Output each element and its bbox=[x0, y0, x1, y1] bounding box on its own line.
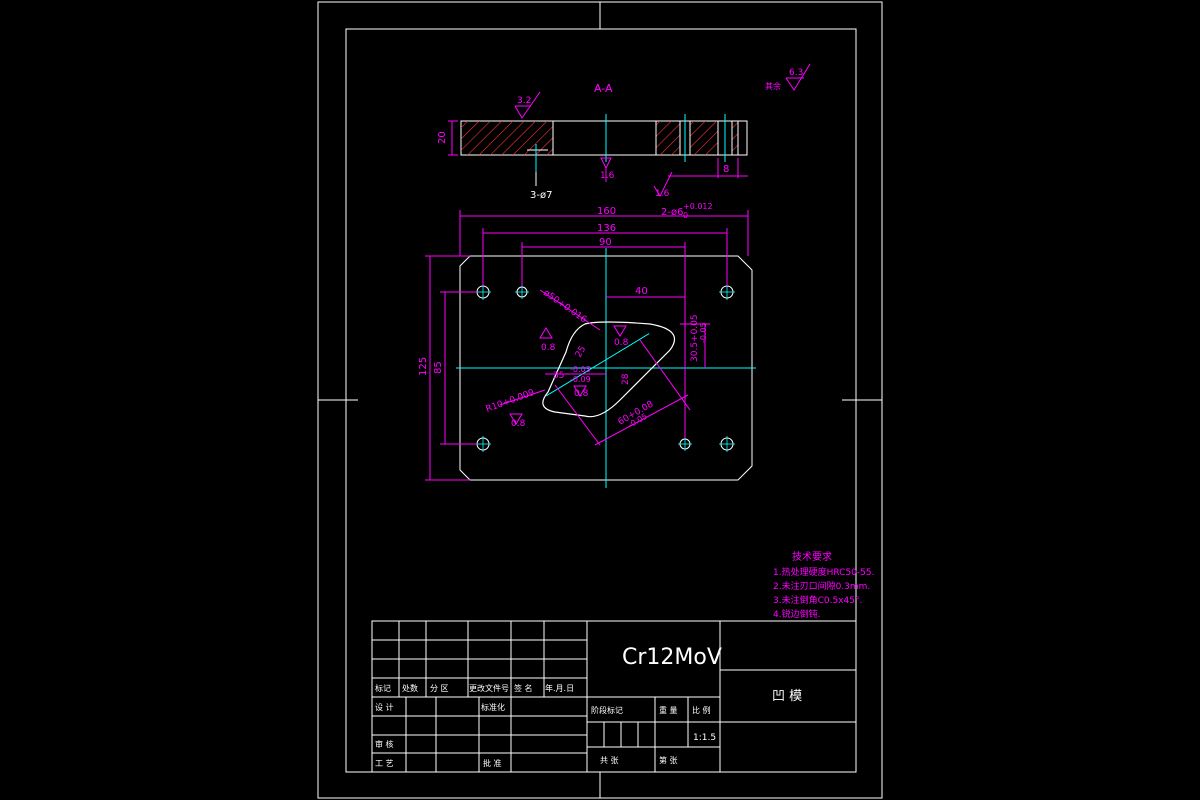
label-scale: 比 例 bbox=[692, 705, 711, 715]
plan-dim-25: 25 bbox=[574, 345, 588, 360]
row-label-mark: 标记 bbox=[375, 683, 391, 693]
row-label-change-doc: 更改文件号 bbox=[469, 683, 509, 693]
label-stage-mark: 阶段标记 bbox=[591, 705, 623, 715]
roughness-plan-lower: 0.8 bbox=[574, 389, 589, 399]
roughness-symbol-general bbox=[785, 63, 811, 91]
inner-border bbox=[345, 28, 857, 773]
section-title: A-A bbox=[594, 82, 613, 95]
section-thickness: 20 bbox=[437, 131, 448, 144]
label-process: 工 艺 bbox=[375, 759, 394, 768]
plan-pin-holes: 2-ø6 bbox=[661, 207, 683, 218]
section-view: 20 3.2 1.6 1.6 8 3-ø7 bbox=[437, 91, 748, 201]
roughness-plan-center: 0.8 bbox=[614, 338, 629, 348]
general-roughness: 其余 6.3 bbox=[765, 63, 811, 91]
roughness-top-left: 3.2 bbox=[517, 96, 531, 106]
plan-diam-50: ø50+0.016 bbox=[541, 288, 588, 325]
die-plate-outline bbox=[459, 255, 753, 481]
row-label-date: 年.月.日 bbox=[545, 683, 574, 693]
plan-dim-28: 28 bbox=[621, 373, 631, 385]
label-standardization: 标准化 bbox=[481, 702, 505, 712]
plan-width-inner: 136 bbox=[597, 223, 616, 234]
plan-offset-40: 40 bbox=[635, 286, 648, 297]
label-design: 设 计 bbox=[375, 702, 394, 712]
row-label-signature: 签 名 bbox=[514, 683, 533, 693]
tech-req-item-2: 2.未注刃口间隙0.3mm. bbox=[773, 580, 870, 592]
roughness-plan-left: 0.8 bbox=[541, 343, 556, 353]
section-hatch-left bbox=[461, 121, 553, 155]
label-approve: 批 准 bbox=[483, 758, 502, 768]
material: Cr12MoV bbox=[622, 645, 722, 670]
title-block bbox=[371, 620, 857, 773]
tech-req-item-1: 1.热处理硬度HRC50-55. bbox=[773, 566, 874, 578]
label-review: 审 核 bbox=[375, 739, 394, 749]
section-right-dim: 8 bbox=[723, 164, 729, 175]
plan-height-inner: 85 bbox=[433, 361, 444, 374]
section-holes-label: 3-ø7 bbox=[530, 190, 552, 201]
part-name: 凹 模 bbox=[772, 689, 802, 704]
plan-height: 125 bbox=[418, 357, 429, 376]
tech-requirements: 技术要求 1.热处理硬度HRC50-55. 2.未注刃口间隙0.3mm. 3.未… bbox=[773, 550, 874, 620]
label-weight: 重 量 bbox=[659, 705, 678, 715]
tech-req-item-4: 4.锐边倒钝. bbox=[773, 608, 820, 620]
plan-dim-30-5: 30.5+0.05 bbox=[690, 314, 700, 362]
tech-req-title: 技术要求 bbox=[792, 550, 832, 563]
roughness-section-right: 1.6 bbox=[655, 189, 670, 199]
tech-req-item-3: 3.未注倒角C0.5x45°. bbox=[773, 594, 862, 606]
plan-width: 160 bbox=[597, 206, 616, 217]
row-label-zone: 分 区 bbox=[430, 684, 449, 693]
plan-dim-35-tol: -0.03 bbox=[570, 365, 591, 374]
die-cavity bbox=[542, 321, 675, 418]
plan-pin-tol-low: 0 bbox=[683, 211, 688, 220]
general-roughness-value: 6.3 bbox=[789, 68, 803, 78]
plan-r10: R10+0.009 bbox=[485, 388, 537, 415]
general-roughness-prefix: 其余 bbox=[765, 81, 781, 91]
plan-view: 160 2-ø6 +0.012 0 136 90 125 85 40 30.5+… bbox=[418, 202, 756, 488]
scale-value: 1:1.5 bbox=[693, 733, 716, 743]
section-hatch-right bbox=[656, 121, 680, 155]
section-hatch-right3 bbox=[732, 121, 738, 155]
plan-width-holes: 90 bbox=[599, 237, 612, 248]
plan-dim-35: 35 bbox=[553, 371, 564, 381]
row-label-count: 处数 bbox=[402, 683, 418, 693]
roughness-section-center: 1.6 bbox=[600, 171, 615, 181]
label-total: 共 张 bbox=[600, 756, 619, 765]
plan-dim-30-5-low: -0.05 bbox=[699, 322, 708, 343]
plan-pin-tol: +0.012 bbox=[683, 202, 713, 211]
label-sheet: 第 张 bbox=[659, 755, 678, 765]
section-hatch-right2 bbox=[690, 121, 718, 155]
plan-dim-35-tol2: -0.09 bbox=[570, 375, 591, 384]
roughness-plan-bottom-left: 0.8 bbox=[511, 419, 526, 429]
